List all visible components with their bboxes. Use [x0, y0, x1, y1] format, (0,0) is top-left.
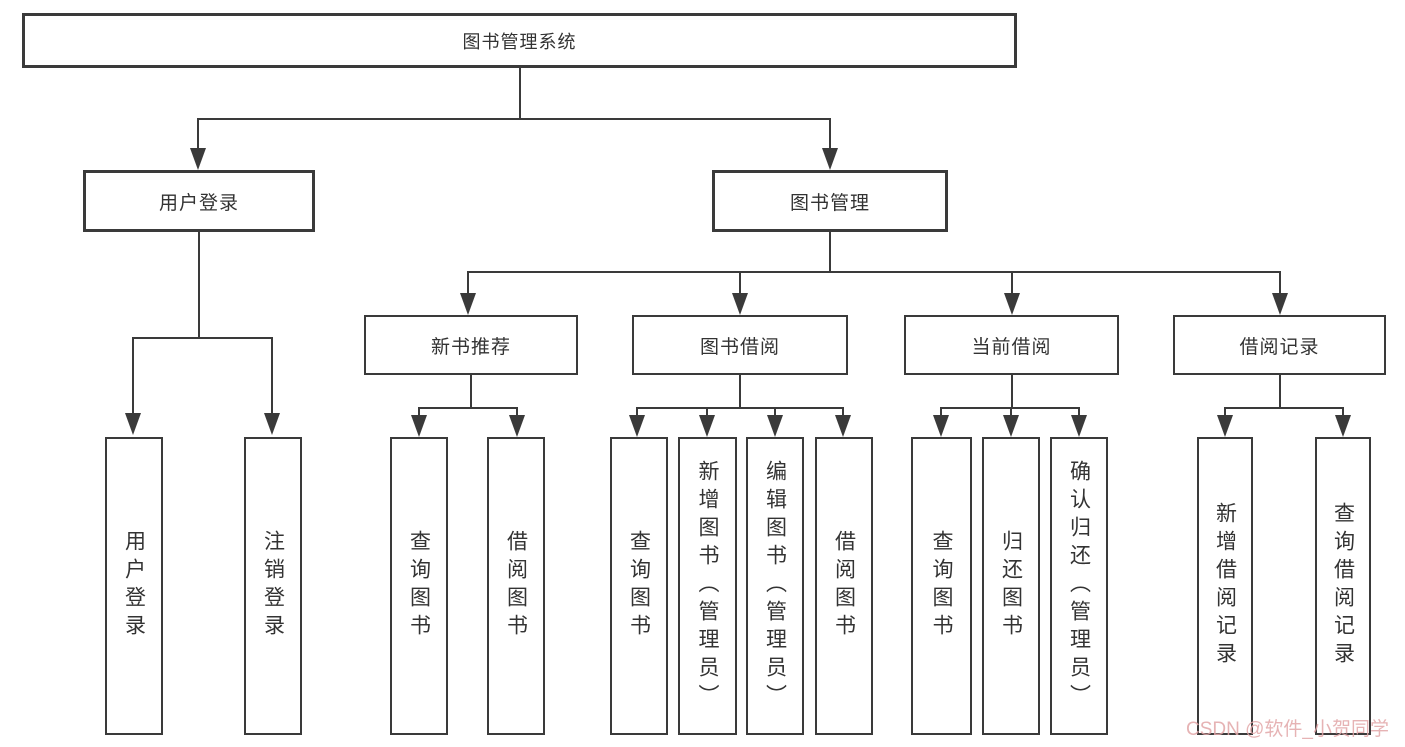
arrow-down-icon: [1272, 293, 1288, 315]
node-leaf-add-borrow-record-label: 新增借阅记录: [1213, 502, 1237, 670]
node-leaf-edit-books-admin: 编辑图书（管理员）: [746, 437, 804, 735]
node-leaf-query-books-borrowing: 查询图书: [610, 437, 668, 735]
connector-line: [739, 271, 741, 295]
arrow-down-icon: [1071, 415, 1087, 437]
node-current-borrowing-label: 当前借阅: [971, 336, 1052, 358]
arrow-down-icon: [1217, 415, 1233, 437]
connector-line: [1078, 407, 1080, 417]
node-leaf-query-borrow-record-label: 查询借阅记录: [1331, 502, 1355, 670]
arrow-down-icon: [767, 415, 783, 437]
node-new-book-recommend: 新书推荐: [364, 315, 578, 375]
connector-line: [774, 407, 776, 417]
node-leaf-logout: 注销登录: [244, 437, 302, 735]
node-leaf-borrow-books: 借阅图书: [815, 437, 873, 735]
connector-line: [1279, 375, 1281, 407]
connector-line: [940, 407, 942, 417]
node-leaf-query-books-current-label: 查询图书: [930, 530, 953, 642]
node-leaf-edit-books-admin-label: 编辑图书（管理员）: [763, 460, 787, 712]
arrow-down-icon: [190, 148, 206, 170]
node-current-borrowing: 当前借阅: [904, 315, 1119, 375]
connector-line: [418, 407, 420, 417]
connector-line: [516, 407, 518, 417]
arrow-down-icon: [933, 415, 949, 437]
arrow-down-icon: [822, 148, 838, 170]
node-leaf-return-books-label: 归还图书: [999, 530, 1023, 642]
node-borrowing-records-label: 借阅记录: [1239, 336, 1320, 358]
node-leaf-borrow-books-recommend-label: 借阅图书: [504, 530, 528, 642]
node-user-login-label: 用户登录: [158, 192, 239, 214]
node-borrowing-records: 借阅记录: [1173, 315, 1386, 375]
connector-line: [636, 407, 844, 409]
connector-line: [636, 407, 638, 417]
node-book-management-label: 图书管理: [789, 192, 870, 214]
connector-line: [829, 232, 831, 271]
connector-line: [1224, 407, 1344, 409]
arrow-down-icon: [1003, 415, 1019, 437]
node-root: 图书管理系统: [22, 13, 1017, 68]
arrow-down-icon: [125, 413, 141, 435]
connector-line: [132, 337, 134, 415]
arrow-down-icon: [699, 415, 715, 437]
arrow-down-icon: [1335, 415, 1351, 437]
node-book-borrowing: 图书借阅: [632, 315, 848, 375]
node-book-borrowing-label: 图书借阅: [699, 336, 780, 358]
connector-line: [1342, 407, 1344, 417]
connector-line: [271, 337, 273, 415]
node-leaf-confirm-return-admin: 确认归还（管理员）: [1050, 437, 1108, 735]
connector-line: [842, 407, 844, 417]
connector-line: [739, 375, 741, 407]
connector-line: [706, 407, 708, 417]
connector-line: [470, 375, 472, 407]
connector-line: [197, 118, 831, 120]
connector-line: [1011, 271, 1013, 295]
connector-line: [418, 407, 518, 409]
connector-line: [1279, 271, 1281, 295]
node-leaf-confirm-return-admin-label: 确认归还（管理员）: [1067, 460, 1091, 712]
node-leaf-borrow-books-recommend: 借阅图书: [487, 437, 545, 735]
node-root-label: 图书管理系统: [462, 31, 577, 52]
arrow-down-icon: [411, 415, 427, 437]
node-leaf-query-books-current: 查询图书: [911, 437, 972, 735]
connector-line: [1010, 407, 1012, 417]
arrow-down-icon: [264, 413, 280, 435]
node-book-management: 图书管理: [712, 170, 948, 232]
node-leaf-add-books-admin: 新增图书（管理员）: [678, 437, 737, 735]
arrow-down-icon: [1004, 293, 1020, 315]
connector-line: [132, 337, 273, 339]
connector-line: [467, 271, 1281, 273]
node-leaf-add-borrow-record: 新增借阅记录: [1197, 437, 1253, 735]
node-leaf-query-borrow-record: 查询借阅记录: [1315, 437, 1371, 735]
node-leaf-logout-label: 注销登录: [261, 530, 285, 642]
watermark: CSDN @软件_小贺同学: [1186, 719, 1389, 740]
connector-line: [1011, 375, 1013, 407]
node-leaf-user-login: 用户登录: [105, 437, 163, 735]
node-leaf-query-books-borrowing-label: 查询图书: [627, 530, 651, 642]
node-leaf-user-login-label: 用户登录: [122, 530, 146, 642]
node-leaf-query-books-recommend: 查询图书: [390, 437, 448, 735]
connector-line: [1224, 407, 1226, 417]
node-new-book-recommend-label: 新书推荐: [430, 336, 511, 358]
arrow-down-icon: [732, 293, 748, 315]
connector-line: [467, 271, 469, 295]
node-user-login: 用户登录: [83, 170, 315, 232]
connector-line: [829, 118, 831, 150]
connector-line: [198, 232, 200, 337]
node-leaf-add-books-admin-label: 新增图书（管理员）: [696, 460, 719, 712]
node-leaf-query-books-recommend-label: 查询图书: [407, 530, 431, 642]
node-leaf-return-books: 归还图书: [982, 437, 1040, 735]
connector-line: [519, 68, 521, 118]
arrow-down-icon: [460, 293, 476, 315]
arrow-down-icon: [835, 415, 851, 437]
node-leaf-borrow-books-label: 借阅图书: [832, 530, 856, 642]
connector-line: [197, 118, 199, 150]
arrow-down-icon: [629, 415, 645, 437]
arrow-down-icon: [509, 415, 525, 437]
